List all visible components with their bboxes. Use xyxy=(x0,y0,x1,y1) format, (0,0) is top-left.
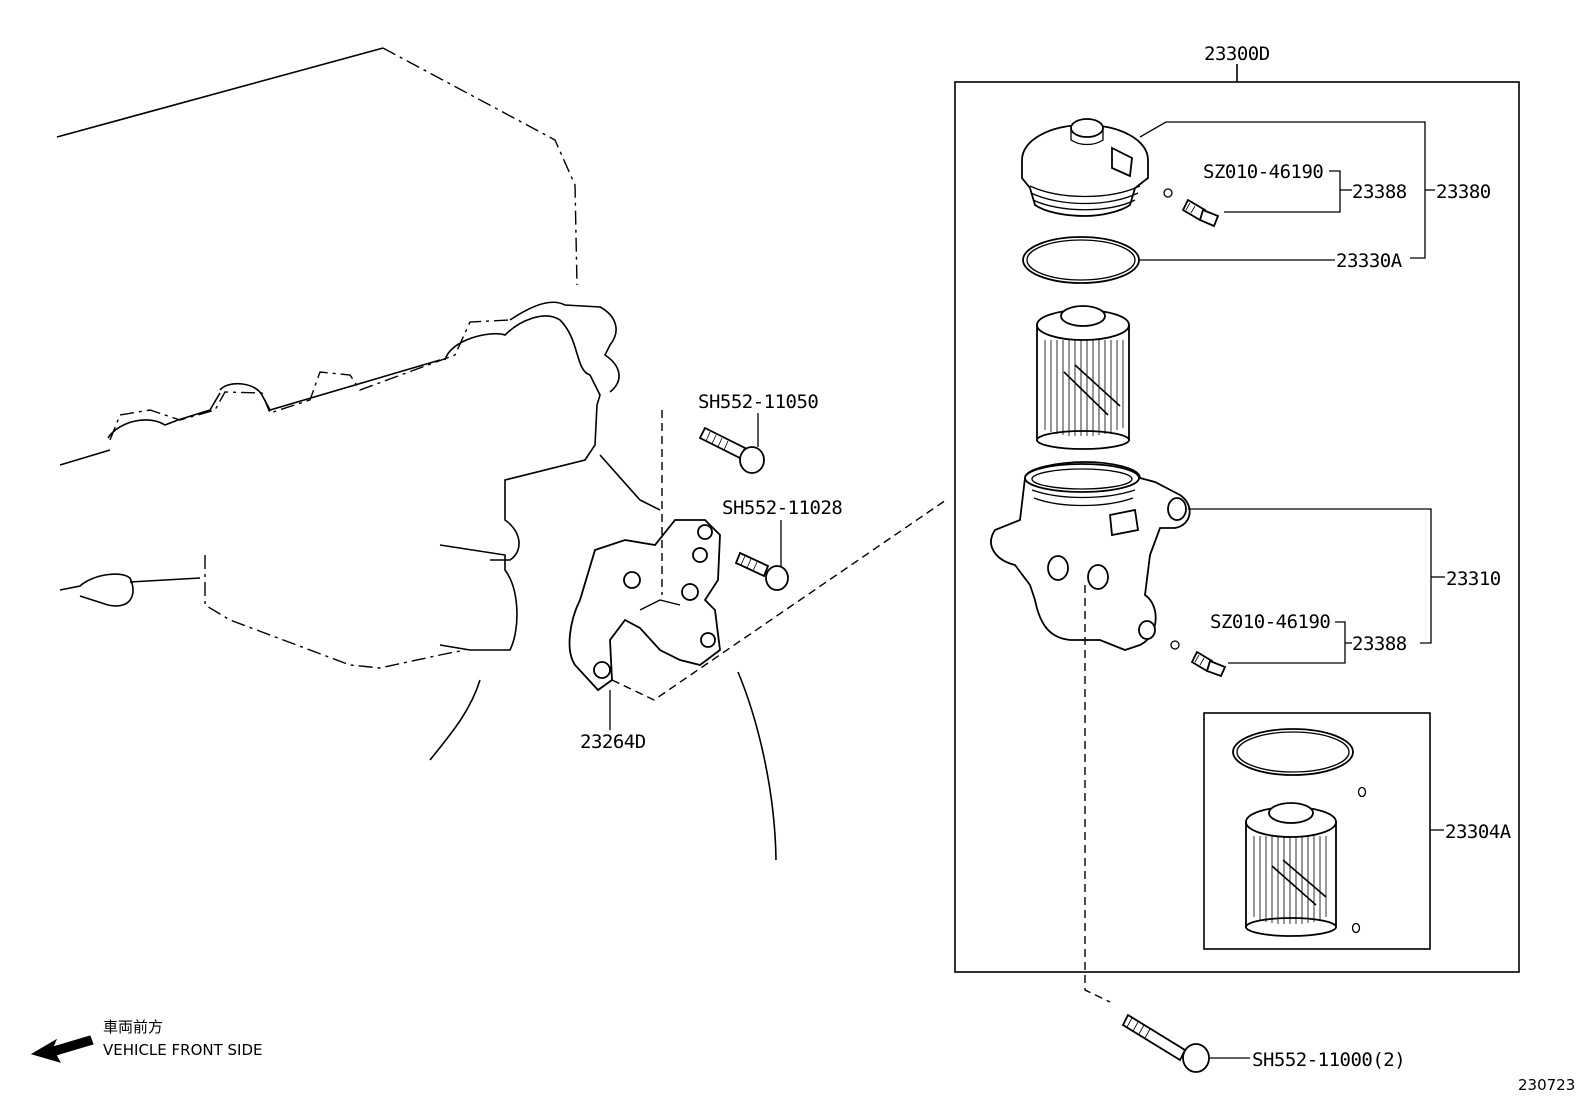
label-23264d: 23264D xyxy=(580,731,646,753)
cap-sensor xyxy=(1163,188,1220,228)
label-bolt-lower: SH552-11000(2) xyxy=(1252,1049,1405,1071)
arrow-left-icon xyxy=(30,1035,94,1063)
diagram-number: 230723 xyxy=(1518,1076,1575,1094)
bolt-sh552-11000 xyxy=(1121,1013,1210,1073)
label-cap-sensor: SZ010-46190 xyxy=(1203,161,1323,183)
label-23388-cap: 23388 xyxy=(1352,181,1407,203)
filter-element xyxy=(1036,305,1130,450)
label-23310: 23310 xyxy=(1446,568,1501,590)
bracket-23264d xyxy=(568,410,947,701)
label-23304a: 23304A xyxy=(1445,821,1512,843)
housing-sensor xyxy=(1170,640,1227,678)
label-23388-housing: 23388 xyxy=(1352,633,1407,655)
engine-outline xyxy=(56,47,777,861)
label-bolt-upper: SH552-11050 xyxy=(698,391,818,413)
label-housing-sensor: SZ010-46190 xyxy=(1210,611,1330,633)
filter-cap xyxy=(1021,118,1149,217)
element-kit-frame xyxy=(1203,712,1431,950)
bolt-sh552-11028 xyxy=(734,551,789,591)
legend-english: VEHICLE FRONT SIDE xyxy=(103,1041,263,1059)
filter-housing xyxy=(990,461,1191,1003)
bolt-sh552-11050 xyxy=(698,426,765,474)
o-ring xyxy=(1022,236,1140,284)
label-23330a: 23330A xyxy=(1336,250,1403,272)
label-23380: 23380 xyxy=(1436,181,1491,203)
label-23300d: 23300D xyxy=(1204,43,1270,65)
legend: 車両前方 VEHICLE FRONT SIDE xyxy=(30,1018,263,1063)
leader-lines xyxy=(609,121,1445,1059)
label-bolt-mid: SH552-11028 xyxy=(722,497,842,519)
legend-japanese: 車両前方 xyxy=(103,1018,163,1036)
element-kit xyxy=(1232,728,1367,937)
